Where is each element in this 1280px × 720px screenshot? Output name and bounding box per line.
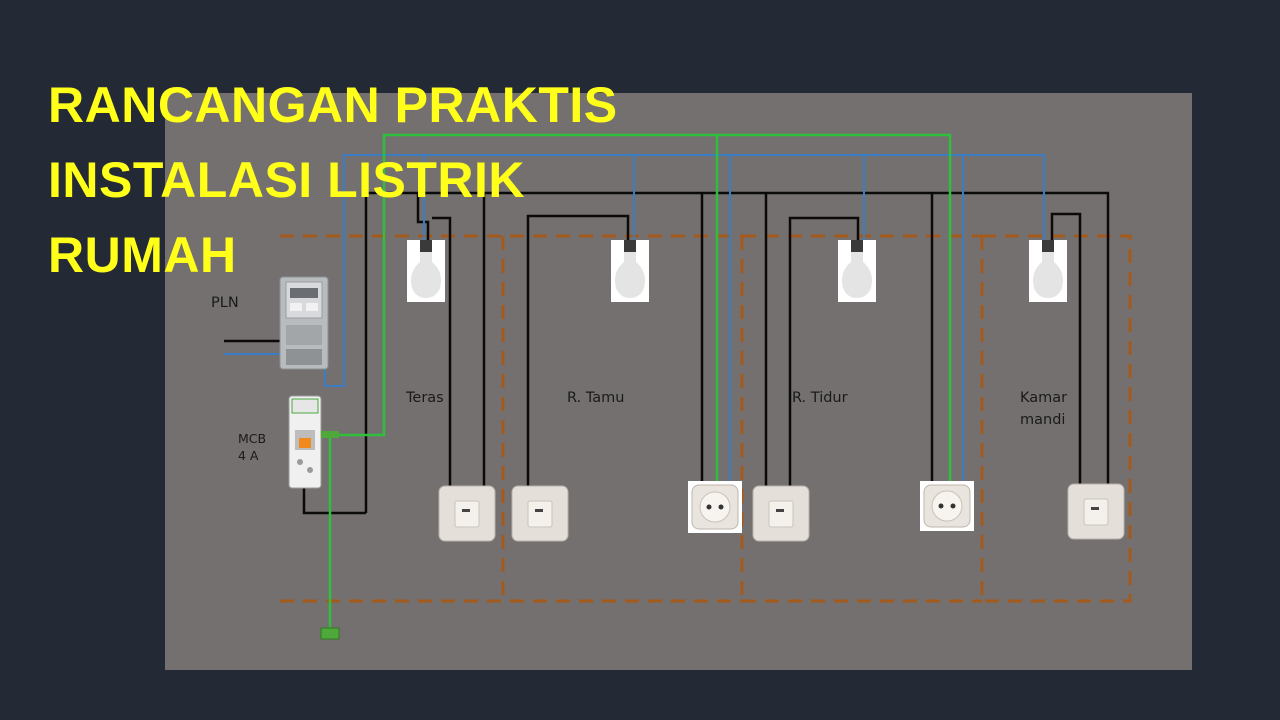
light-bulb-icon-tidur bbox=[838, 240, 876, 302]
label-pln: PLN bbox=[211, 295, 239, 311]
title-line-1: RANCANGAN PRAKTIS bbox=[48, 77, 618, 133]
title-line-2: INSTALASI LISTRIK bbox=[48, 152, 526, 208]
room-boundary-teras bbox=[280, 234, 742, 603]
light-bulb-icon-kamar-mandi bbox=[1029, 240, 1067, 302]
wall-switch-icon-teras bbox=[438, 485, 496, 542]
ground-terminal bbox=[321, 431, 339, 438]
room-label-tidur: R. Tidur bbox=[792, 390, 848, 406]
power-socket-icon-tidur bbox=[920, 481, 974, 531]
room-label-tamu: R. Tamu bbox=[567, 390, 625, 406]
label-mcb-line1: MCB bbox=[238, 431, 267, 446]
diagram-board bbox=[165, 93, 1192, 670]
room-label-kamar-mandi-line2: mandi bbox=[1020, 412, 1066, 428]
wall-switch-icon-kamar-mandi bbox=[1067, 483, 1125, 540]
room-label-teras: Teras bbox=[406, 390, 444, 406]
room-label-kamar-mandi-line1: Kamar bbox=[1020, 390, 1068, 406]
room-boundary-tidur bbox=[740, 234, 982, 603]
kwh-meter-icon bbox=[279, 276, 329, 370]
neutral-wires bbox=[224, 154, 1045, 486]
light-bulb-icon-teras bbox=[407, 240, 445, 302]
room-label-kamar-mandi: Kamar mandi bbox=[1020, 387, 1067, 431]
label-mcb-line2: 4 A bbox=[238, 448, 259, 463]
power-socket-icon-tamu bbox=[688, 481, 742, 533]
ground-rod-icon bbox=[320, 627, 340, 640]
wall-switch-icon-tidur bbox=[752, 485, 810, 542]
title-line-3: RUMAH bbox=[48, 227, 237, 283]
wall-switch-icon-tamu bbox=[511, 485, 569, 542]
light-bulb-icon-tamu bbox=[611, 240, 649, 302]
mcb-breaker-icon bbox=[288, 395, 322, 489]
phase-wires bbox=[224, 191, 1110, 515]
label-mcb: MCB 4 A bbox=[238, 430, 266, 464]
ground-wires bbox=[328, 133, 952, 630]
